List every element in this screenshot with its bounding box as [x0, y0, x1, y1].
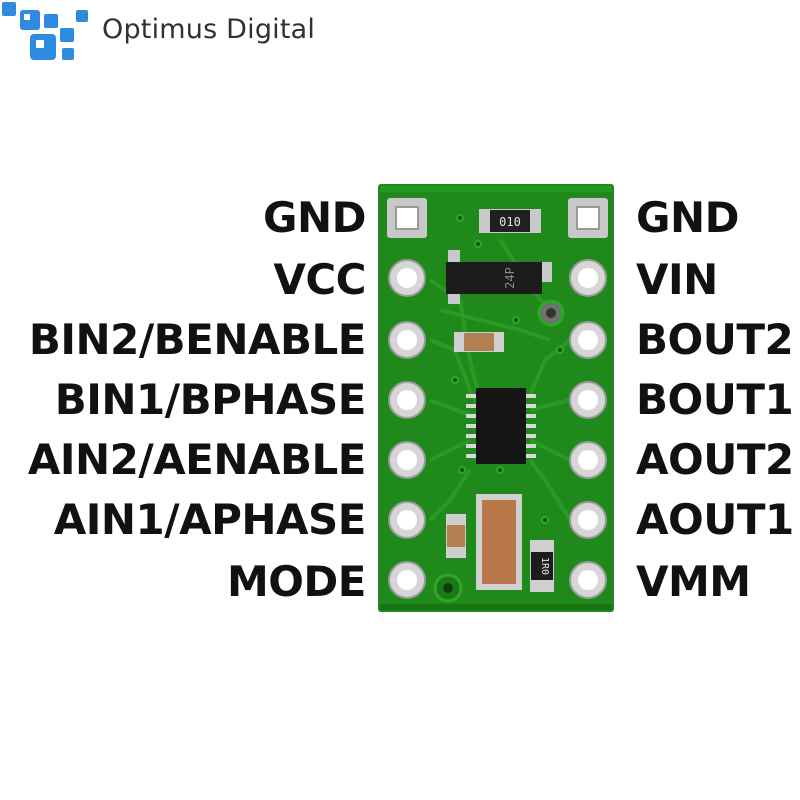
- brand-logo: Optimus Digital: [0, 0, 360, 80]
- bulk-capacitor: [476, 494, 522, 590]
- chip-marking-upper: 24P: [503, 267, 517, 289]
- pin-label-left-1: GND: [263, 193, 367, 242]
- right-pin-pads: [568, 198, 608, 599]
- resistor-marking-bottom: 1R0: [539, 557, 550, 575]
- pin-label-right-1: GND: [636, 193, 740, 242]
- brand-name: Optimus Digital: [102, 14, 316, 45]
- sense-resistor: 010: [479, 209, 541, 233]
- resistor-marking-top: 010: [499, 215, 521, 229]
- regulator-chip: 24P: [446, 250, 552, 304]
- left-pin-pads: [387, 198, 427, 599]
- left-small-resistor: [446, 514, 466, 558]
- driver-ic: [466, 388, 536, 464]
- pin-label-right-7: VMM: [636, 557, 751, 606]
- pin-label-left-5: AIN2/AENABLE: [27, 435, 367, 484]
- right-small-resistor: 1R0: [530, 540, 554, 592]
- pin-label-left-4: BIN1/BPHASE: [54, 375, 367, 424]
- pin-label-right-6: AOUT1: [636, 495, 794, 544]
- pixel-squares-logo-icon: [2, 2, 88, 60]
- pin-label-left-2: VCC: [273, 255, 366, 304]
- pin-label-left-6: AIN1/APHASE: [53, 495, 367, 544]
- pin-label-left-3: BIN2/BENABLE: [28, 315, 367, 364]
- pin-label-right-3: BOUT2: [636, 315, 794, 364]
- pin-label-right-4: BOUT1: [636, 375, 794, 424]
- pin-label-right-5: AOUT2: [636, 435, 794, 484]
- pin-label-right-2: VIN: [636, 255, 718, 304]
- pin-label-left-7: MODE: [226, 557, 367, 606]
- small-capacitor: [454, 332, 504, 352]
